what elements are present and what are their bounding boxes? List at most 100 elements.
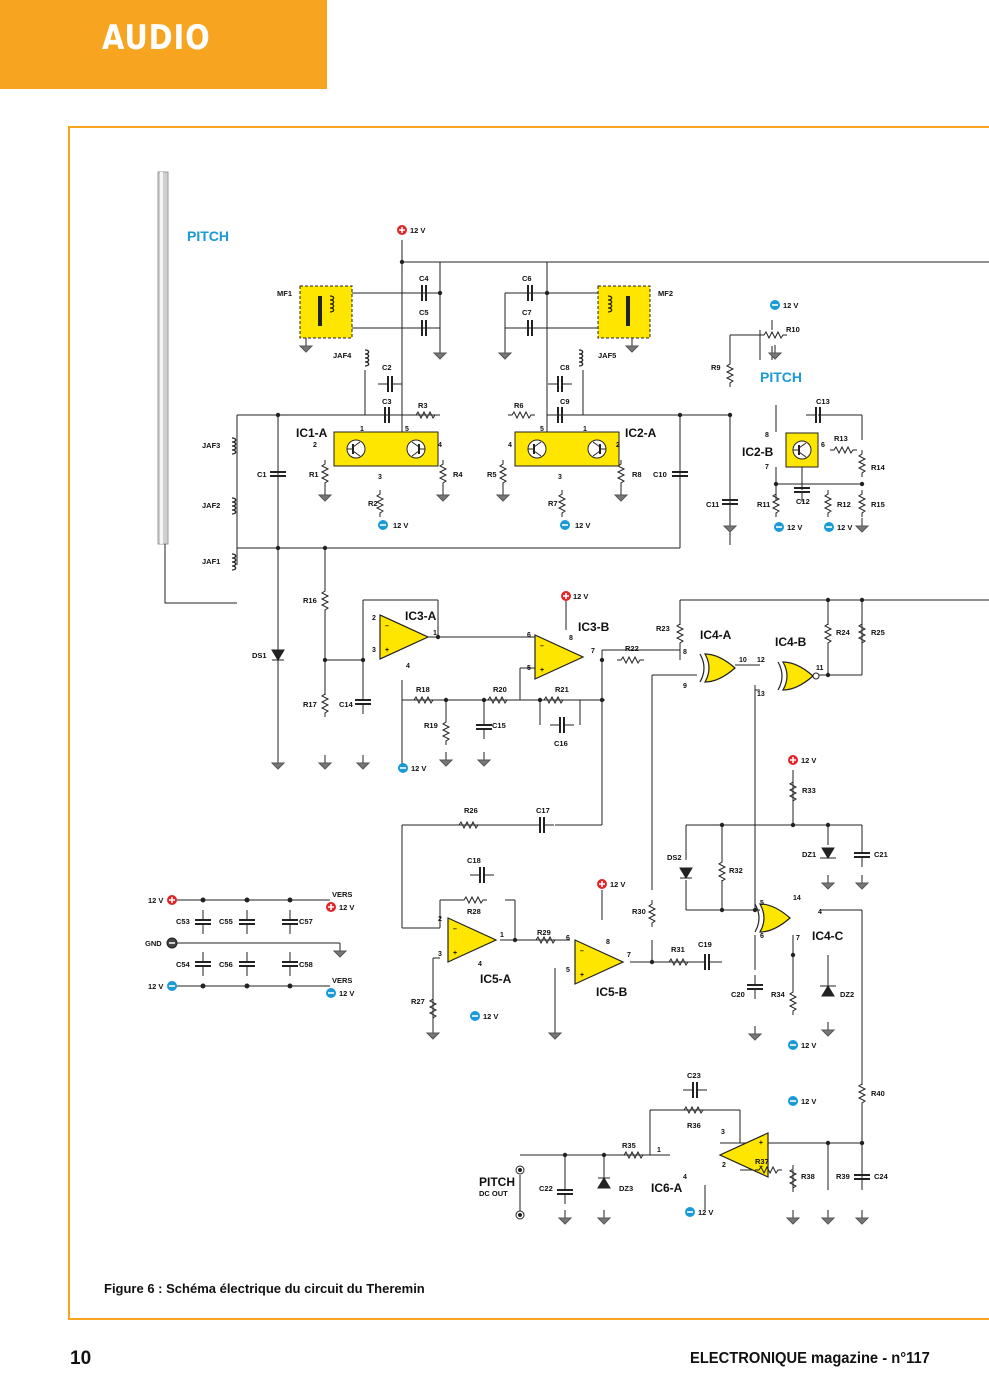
pin-number: 2 [722, 1162, 726, 1169]
ic3a-label: IC3-A [405, 609, 437, 623]
r23-label: R23 [656, 624, 670, 633]
r37-label: R37 [755, 1157, 769, 1166]
pin-number: 1 [360, 426, 364, 433]
pin-number: 10 [739, 657, 747, 664]
pitch-label: PITCH [187, 228, 229, 244]
c13-label: C13 [816, 397, 830, 406]
c12-label: C12 [796, 497, 810, 506]
pin-number: 4 [818, 909, 822, 916]
ic5a-label: IC5-A [480, 972, 512, 986]
magazine-footer: ELECTRONIQUE magazine - n°117 [690, 1350, 930, 1367]
c58-label: C58 [299, 960, 313, 969]
r39-label: R39 [836, 1172, 850, 1181]
r24-label: R24 [836, 628, 851, 637]
r22-label: R22 [625, 644, 639, 653]
c15-label: C15 [492, 721, 506, 730]
r28-label: R28 [467, 907, 481, 916]
pin-number: 6 [527, 632, 531, 639]
c21-label: C21 [874, 850, 888, 859]
c20-label: C20 [731, 990, 745, 999]
c17-label: C17 [536, 806, 550, 815]
v12-label: 12 V [801, 756, 816, 765]
c19-label: C19 [698, 940, 712, 949]
r5-label: R5 [487, 470, 497, 479]
pin-number: 8 [765, 432, 769, 439]
c5-label: C5 [419, 308, 429, 317]
v12-label: 12 V [339, 903, 354, 912]
pin-number: 5 [760, 900, 764, 907]
ds2-label: DS2 [667, 853, 682, 862]
v12-label: 12 V [148, 982, 163, 991]
jaf3-label: JAF3 [202, 441, 220, 450]
r20-label: R20 [493, 685, 507, 694]
r25-label: R25 [871, 628, 885, 637]
ic2a-label: IC2-A [625, 426, 657, 440]
v12-label: 12 V [837, 523, 852, 532]
vers-label: VERS [332, 890, 352, 899]
r33-label: R33 [802, 786, 816, 795]
figure-caption: Figure 6 : Schéma électrique du circuit … [104, 1281, 425, 1296]
ic5b-label: IC5-B [596, 985, 628, 999]
pin-number: 9 [683, 683, 687, 690]
dz1-label: DZ1 [802, 850, 816, 859]
ic2b-label: IC2-B [742, 445, 774, 459]
pin-number: 14 [793, 895, 801, 902]
page-number: 10 [70, 1348, 92, 1369]
pin-number: 5 [405, 426, 409, 433]
r32-label: R32 [729, 866, 743, 875]
pin-number: 1 [657, 1147, 661, 1154]
pin-number: 7 [627, 952, 631, 959]
section-title: AUDIO [102, 18, 211, 58]
pin-number: 1 [583, 426, 587, 433]
pin-number: 7 [796, 935, 800, 942]
c6-label: C6 [522, 274, 532, 283]
c8-label: C8 [560, 363, 570, 372]
pin-number: 4 [438, 442, 442, 449]
r26-label: R26 [464, 806, 478, 815]
c3-label: C3 [382, 397, 392, 406]
v12-label: 12 V [148, 896, 163, 905]
c53-label: C53 [176, 917, 190, 926]
pin-number: 4 [683, 1174, 687, 1181]
v12-label: 12 V [411, 764, 426, 773]
c56-label: C56 [219, 960, 233, 969]
r6-label: R6 [514, 401, 524, 410]
pin-number: 2 [372, 615, 376, 622]
v12-label: 12 V [339, 989, 354, 998]
pin-number: 5 [527, 665, 531, 672]
pin-number: 11 [816, 665, 824, 672]
v12-label: 12 V [783, 301, 798, 310]
ic2a-block [514, 431, 620, 467]
pin-number: 7 [765, 464, 769, 471]
pin-number: 5 [540, 426, 544, 433]
mf1-coil [299, 285, 353, 339]
r40-label: R40 [871, 1089, 885, 1098]
pin-number: 1 [433, 630, 437, 637]
ic4a-label: IC4-A [700, 628, 732, 642]
pin-number: 3 [438, 951, 442, 958]
ic6a-label: IC6-A [651, 1181, 683, 1195]
r38-label: R38 [801, 1172, 815, 1181]
c2-label: C2 [382, 363, 392, 372]
r4-label: R4 [453, 470, 463, 479]
pin-number: 4 [478, 961, 482, 968]
c18-label: C18 [467, 856, 481, 865]
section-tab: AUDIO [0, 0, 327, 89]
r1-label: R1 [309, 470, 319, 479]
figure-frame [68, 126, 989, 1320]
c23-label: C23 [687, 1071, 701, 1080]
mf1-label: MF1 [277, 289, 292, 298]
r15-label: R15 [871, 500, 885, 509]
ic1a-label: IC1-A [296, 426, 328, 440]
c1-label: C1 [257, 470, 267, 479]
pin-number: 1 [500, 932, 504, 939]
r13-label: R13 [834, 434, 848, 443]
jaf5-label: JAF5 [598, 351, 616, 360]
c9-label: C9 [560, 397, 570, 406]
r29-label: R29 [537, 928, 551, 937]
r34-label: R34 [771, 990, 786, 999]
pin-number: 12 [757, 657, 765, 664]
pin-number: 2 [616, 442, 620, 449]
r8-label: R8 [632, 470, 642, 479]
r3-label: R3 [418, 401, 428, 410]
